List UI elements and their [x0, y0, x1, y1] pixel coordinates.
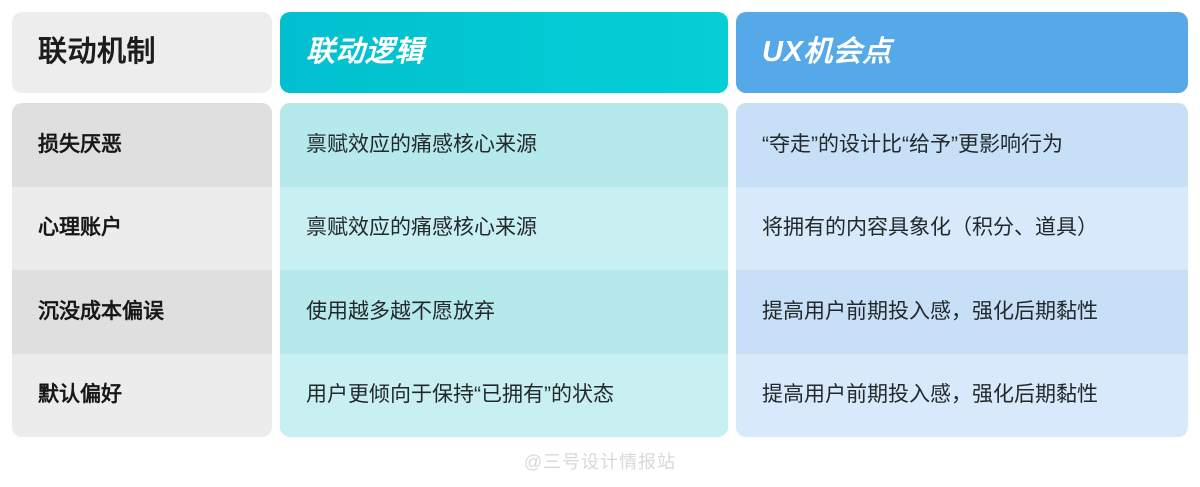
table-cell: 提高用户前期投入感，强化后期黏性	[736, 270, 1188, 354]
cell-text: 心理账户	[38, 216, 122, 240]
column-body-ux-opportunity: “夺走”的设计比“给予”更影响行为 将拥有的内容具象化（积分、道具） 提高用户前…	[736, 103, 1188, 437]
table-cell: 心理账户	[12, 186, 272, 270]
cell-text: 禀赋效应的痛感核心来源	[306, 132, 537, 156]
table-cell: 沉没成本偏误	[12, 270, 272, 354]
table-column-ux-opportunity: UX机会点 “夺走”的设计比“给予”更影响行为 将拥有的内容具象化（积分、道具）…	[736, 0, 1188, 487]
column-body-mechanism: 损失厌恶 心理账户 沉没成本偏误 默认偏好	[12, 103, 272, 437]
cell-text: 沉没成本偏误	[38, 299, 164, 323]
column-header-logic: 联动逻辑	[280, 12, 728, 93]
table-cell: 使用越多越不愿放弃	[280, 270, 728, 354]
cell-text: 将拥有的内容具象化（积分、道具）	[762, 216, 1098, 240]
table-cell: 默认偏好	[12, 353, 272, 437]
cell-text: 默认偏好	[38, 383, 122, 407]
cell-text: 损失厌恶	[38, 132, 122, 156]
cell-text: 用户更倾向于保持“已拥有”的状态	[306, 383, 614, 407]
table-cell: “夺走”的设计比“给予”更影响行为	[736, 103, 1188, 187]
table-cell: 禀赋效应的痛感核心来源	[280, 103, 728, 187]
column-header-label: UX机会点	[762, 36, 892, 68]
column-header-ux-opportunity: UX机会点	[736, 12, 1188, 93]
cell-text: 提高用户前期投入感，强化后期黏性	[762, 383, 1098, 407]
column-header-label: 联动逻辑	[306, 36, 425, 68]
column-header-label: 联动机制	[38, 36, 157, 68]
table-cell: 将拥有的内容具象化（积分、道具）	[736, 186, 1188, 270]
column-header-mechanism: 联动机制	[12, 12, 272, 93]
table-cell: 损失厌恶	[12, 103, 272, 187]
table-cell: 禀赋效应的痛感核心来源	[280, 186, 728, 270]
cell-text: 提高用户前期投入感，强化后期黏性	[762, 299, 1098, 323]
cell-text: 禀赋效应的痛感核心来源	[306, 216, 537, 240]
column-body-logic: 禀赋效应的痛感核心来源 禀赋效应的痛感核心来源 使用越多越不愿放弃 用户更倾向于…	[280, 103, 728, 437]
table-column-mechanism: 联动机制 损失厌恶 心理账户 沉没成本偏误 默认偏好	[12, 0, 272, 487]
table-cell: 提高用户前期投入感，强化后期黏性	[736, 353, 1188, 437]
table-cell: 用户更倾向于保持“已拥有”的状态	[280, 353, 728, 437]
watermark: @三号设计情报站	[523, 452, 677, 472]
cell-text: 使用越多越不愿放弃	[306, 299, 495, 323]
cell-text: “夺走”的设计比“给予”更影响行为	[762, 132, 1063, 156]
table-column-logic: 联动逻辑 禀赋效应的痛感核心来源 禀赋效应的痛感核心来源 使用越多越不愿放弃 用…	[280, 0, 728, 487]
